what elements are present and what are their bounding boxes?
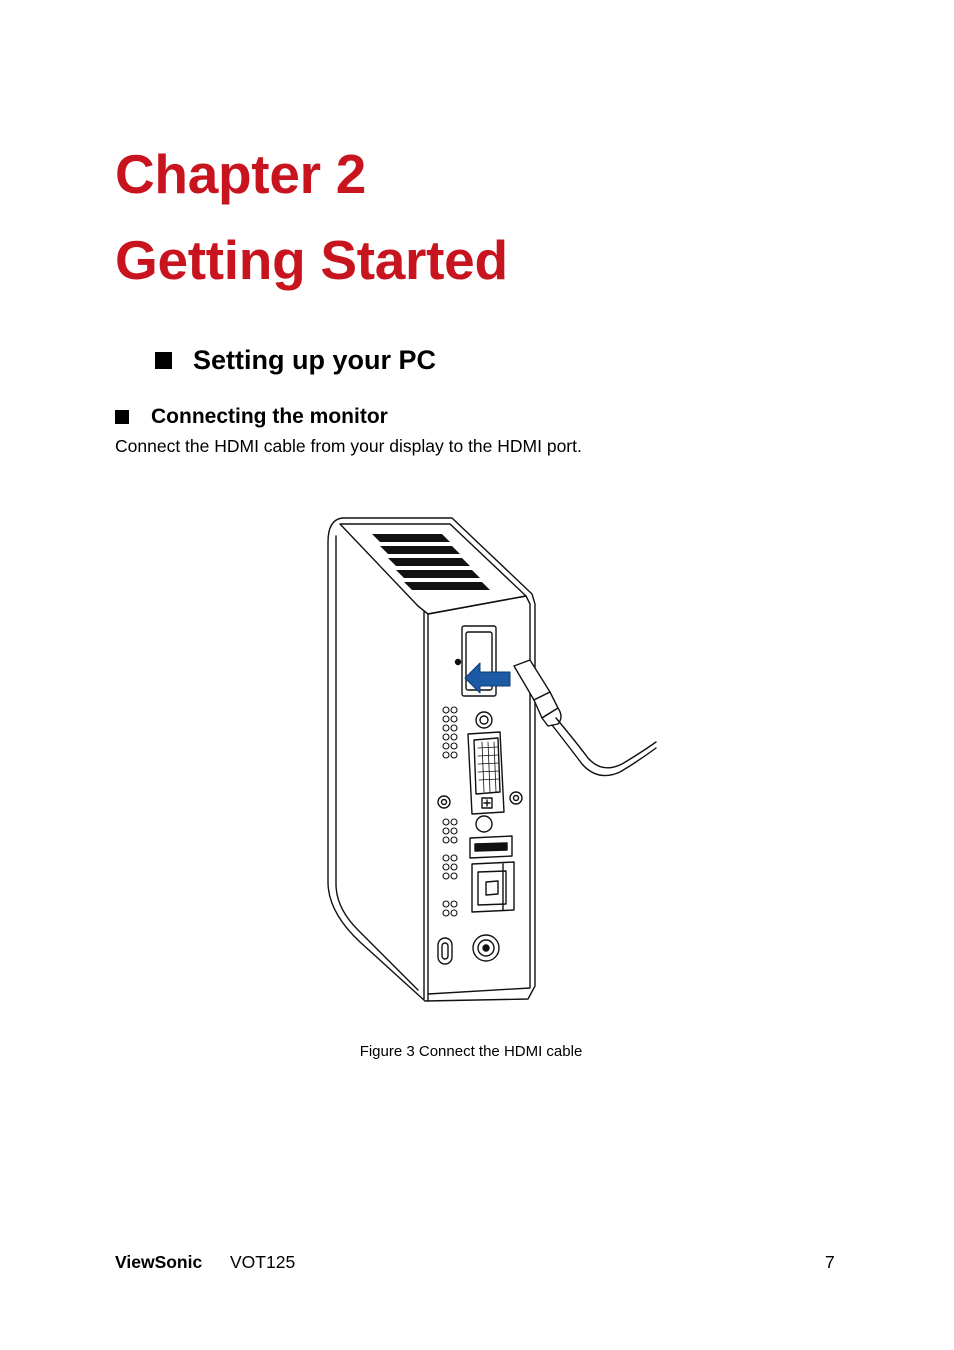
footer-brand: ViewSonic bbox=[115, 1252, 203, 1272]
side-vent-holes bbox=[442, 706, 458, 917]
square-bullet-icon bbox=[115, 410, 129, 424]
section-heading: Setting up your PC bbox=[155, 345, 436, 376]
section-heading-text: Setting up your PC bbox=[193, 345, 436, 375]
instruction-paragraph: Connect the HDMI cable from your display… bbox=[115, 436, 582, 456]
top-vents bbox=[372, 534, 490, 590]
insert-arrow-icon bbox=[464, 662, 511, 694]
hdmi-cable bbox=[513, 659, 657, 777]
square-bullet-icon bbox=[155, 352, 172, 369]
hdmi-connection-illustration bbox=[327, 517, 657, 1002]
power-jack bbox=[472, 934, 500, 962]
page-number: 7 bbox=[825, 1252, 835, 1272]
lock-slot bbox=[437, 937, 453, 965]
figure-caption: Figure 3 Connect the HDMI cable bbox=[359, 1043, 583, 1060]
footer-model: VOT125 bbox=[230, 1252, 296, 1272]
subsection-heading: Connecting the monitor bbox=[115, 405, 388, 429]
subsection-heading-text: Connecting the monitor bbox=[151, 405, 388, 428]
dvi-port bbox=[437, 711, 523, 833]
ethernet-port bbox=[471, 861, 515, 913]
usb-port bbox=[469, 835, 513, 859]
device-body bbox=[327, 517, 536, 1002]
chapter-number: Chapter 2 bbox=[115, 143, 366, 205]
chapter-title: Getting Started bbox=[115, 229, 508, 291]
